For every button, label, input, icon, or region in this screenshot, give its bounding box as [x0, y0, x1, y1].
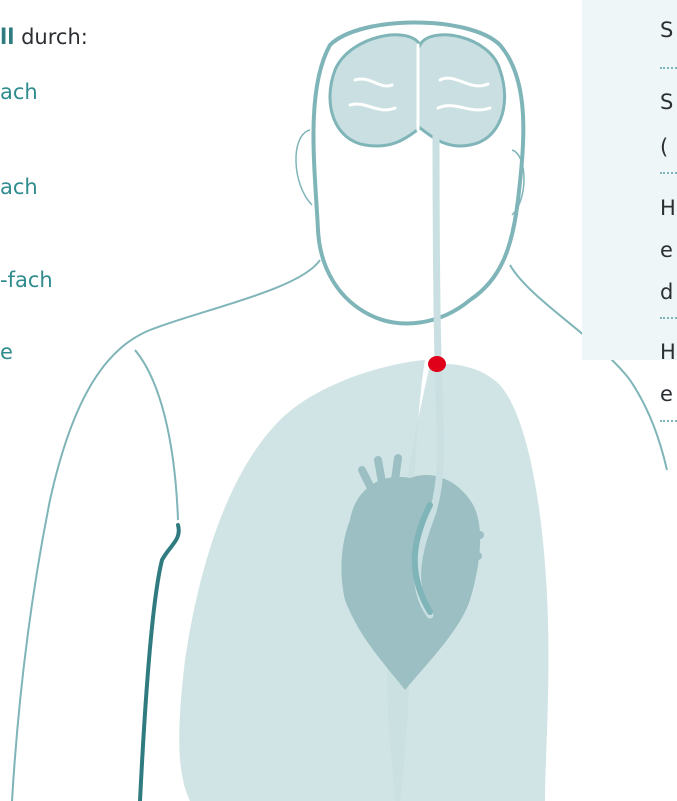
blood-clot-marker	[428, 356, 446, 372]
side-separator	[660, 67, 677, 69]
risk-heading: ll durch:	[0, 25, 88, 49]
side-row-2-line-2: (	[660, 135, 677, 159]
catheter-line	[140, 525, 179, 801]
side-separator	[660, 172, 677, 174]
side-row-4-line-1: H	[660, 340, 677, 364]
side-row-3-line-1: H	[660, 196, 677, 220]
heading-accent: ll	[0, 25, 14, 49]
heading-text: durch:	[14, 25, 87, 49]
factor-1: ach	[0, 80, 38, 104]
side-row-3-line-2: e	[660, 238, 677, 262]
factor-2: ach	[0, 175, 38, 199]
left-text-panel: ll durch: ach ach -fach e	[0, 0, 140, 801]
side-row-3-line-3: d	[660, 280, 677, 304]
side-row-1-line-1: S	[660, 18, 677, 42]
side-separator	[660, 420, 677, 422]
left-ear	[296, 130, 312, 205]
side-row-2-line-1: S	[660, 90, 677, 114]
factor-3: -fach	[0, 268, 53, 292]
side-separator	[660, 317, 677, 319]
arm-outline	[135, 350, 178, 520]
side-row-4-line-2: e	[660, 382, 677, 406]
factor-4: e	[0, 340, 13, 364]
info-side-panel	[582, 0, 677, 360]
